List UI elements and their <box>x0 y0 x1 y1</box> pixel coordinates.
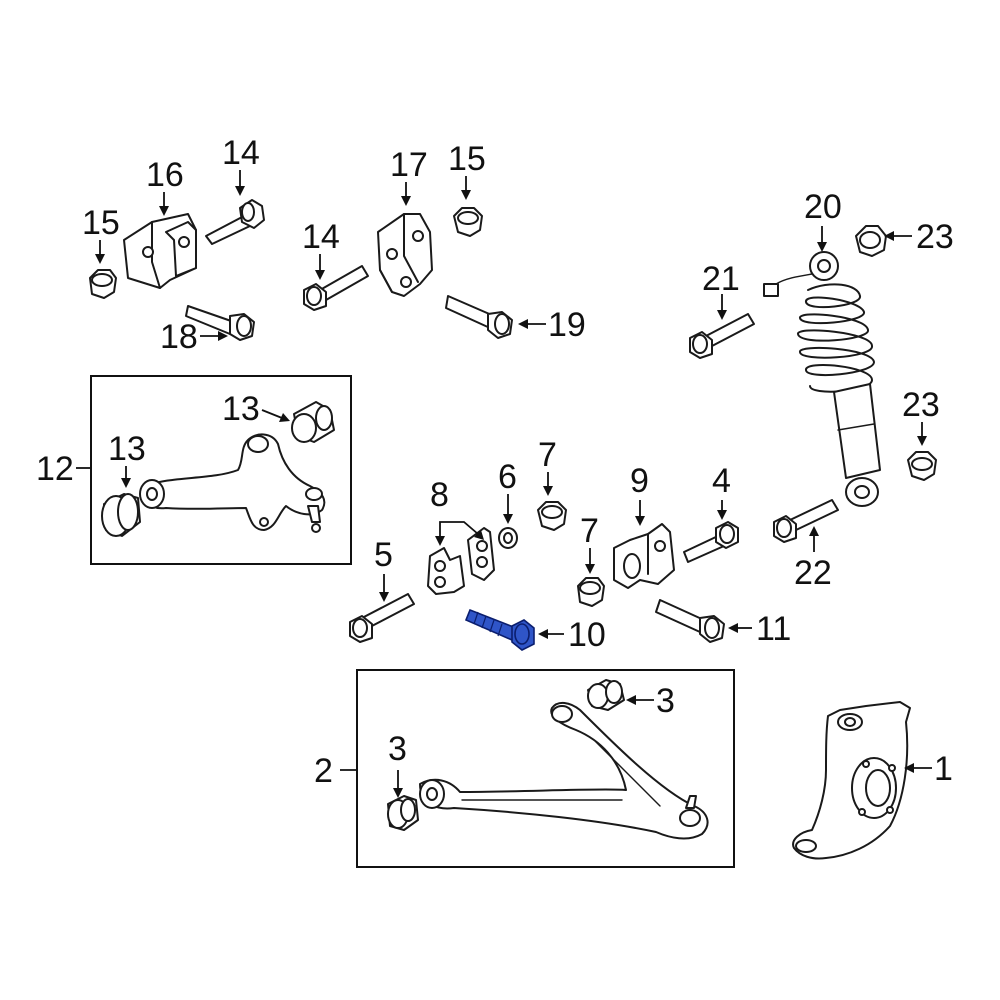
callout-13-right: 13 <box>222 390 260 428</box>
part-20-shock-absorber <box>763 251 881 507</box>
part-19-bolt <box>445 295 513 339</box>
part-4-bolt <box>683 521 739 563</box>
part-9-bracket <box>613 523 675 589</box>
callout-14-middle: 14 <box>302 218 340 256</box>
part-12-upper-control-arm <box>139 433 326 533</box>
part-23-nut-upper <box>855 225 887 257</box>
callout-20: 20 <box>804 188 842 226</box>
part-22-bolt <box>773 499 839 543</box>
part-7-nut-lower <box>577 577 605 607</box>
part-8-bracket-right <box>467 527 495 581</box>
part-11-bolt <box>655 599 725 643</box>
lower-control-arm-box <box>356 669 735 868</box>
part-17-bracket <box>377 213 433 297</box>
callout-22: 22 <box>794 554 832 592</box>
part-3-bushing-left <box>387 795 419 831</box>
callout-7-upper: 7 <box>538 436 557 474</box>
part-3-bushing-right <box>587 679 625 711</box>
part-1-steering-knuckle <box>792 701 911 860</box>
part-2-lower-control-arm <box>419 702 709 840</box>
callout-13-left: 13 <box>108 430 146 468</box>
callout-3-left: 3 <box>388 730 407 768</box>
part-15-nut-top <box>453 207 483 237</box>
callout-5: 5 <box>374 536 393 574</box>
part-7-nut-upper <box>537 501 567 531</box>
leader-lines <box>76 170 932 798</box>
callout-15-top: 15 <box>448 140 486 178</box>
part-13-bushing-left <box>101 493 141 537</box>
callout-23-upper: 23 <box>916 218 954 256</box>
callout-1: 1 <box>934 750 953 788</box>
callout-12: 12 <box>36 450 74 488</box>
callout-23-lower: 23 <box>902 386 940 424</box>
callout-17: 17 <box>390 146 428 184</box>
part-14-bolt-left <box>205 199 265 245</box>
callout-19: 19 <box>548 306 586 344</box>
callout-4: 4 <box>712 462 731 500</box>
callout-labels: 1 2 3 3 4 5 6 7 7 8 9 10 11 12 13 13 14 … <box>36 134 954 790</box>
callout-6: 6 <box>498 458 517 496</box>
part-16-bracket <box>123 213 197 289</box>
part-5-bolt <box>349 593 415 643</box>
part-14-bolt-middle <box>303 265 369 311</box>
callout-15-left: 15 <box>82 204 120 242</box>
callout-21: 21 <box>702 260 740 298</box>
callout-3-right: 3 <box>656 682 675 720</box>
part-6-washer <box>498 527 518 549</box>
callout-9: 9 <box>630 462 649 500</box>
upper-control-arm-box <box>90 375 352 565</box>
callout-11: 11 <box>756 610 791 648</box>
callout-10: 10 <box>568 616 606 654</box>
part-13-bushing-right <box>291 401 335 443</box>
part-10-bolt-highlighted <box>464 608 535 651</box>
callout-18: 18 <box>160 318 198 356</box>
callout-14-top: 14 <box>222 134 260 172</box>
part-23-nut-lower <box>907 451 937 481</box>
part-8-bracket-left <box>427 547 465 595</box>
callout-7-lower: 7 <box>580 512 599 550</box>
callout-8: 8 <box>430 476 449 514</box>
callout-2: 2 <box>314 752 333 790</box>
part-18-bolt <box>185 305 255 341</box>
part-21-bolt <box>689 313 755 359</box>
callout-16: 16 <box>146 156 184 194</box>
part-15-nut-left <box>89 269 117 299</box>
